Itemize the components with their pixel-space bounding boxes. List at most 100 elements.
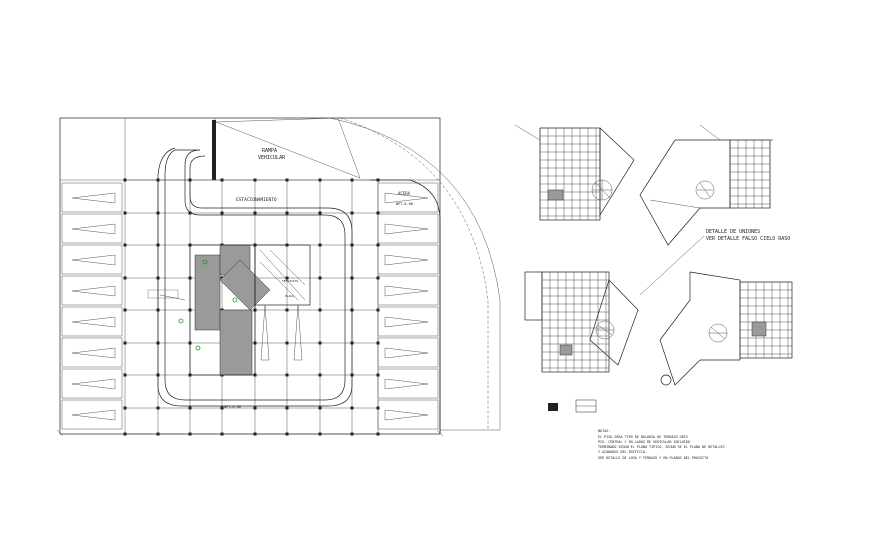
structural-column [285, 276, 289, 280]
plan-c-outline [541, 271, 610, 373]
spike-left [260, 304, 270, 361]
parking-stall-east [377, 337, 439, 368]
structural-column [318, 406, 322, 410]
structural-column [123, 178, 127, 182]
side-label: ACERA [398, 191, 411, 196]
structural-column [188, 406, 192, 410]
core-grey-left [194, 254, 221, 331]
plan-c-west [524, 271, 543, 321]
level-bottom: NPT-0.00 [224, 405, 241, 409]
floor-plan-bottom-right [659, 271, 793, 386]
legend-area: NOTAS: EL PISO SERA TIPO DE BALDOSA DE T… [548, 399, 725, 460]
plan-a-wing [599, 127, 635, 217]
structural-column [123, 341, 127, 345]
structural-column [123, 276, 127, 280]
core-label: SERVICIOS [282, 279, 298, 283]
stall-arrow-east [384, 409, 429, 421]
floor-plan-top-left [514, 124, 635, 221]
structural-column [285, 432, 289, 436]
ramp-label-2: VEHICULAR [258, 155, 286, 161]
stall-arrow-east [384, 316, 429, 328]
structural-column [220, 406, 224, 410]
stall-arrow-east [384, 254, 429, 266]
structural-column [376, 276, 380, 280]
structural-column [220, 178, 224, 182]
parking-stall-east [377, 399, 439, 430]
structural-column [376, 243, 380, 247]
core-grey-diagonal [219, 259, 271, 311]
plan-a-block [547, 189, 564, 201]
structural-column [285, 373, 289, 377]
stall-arrow-east [384, 378, 429, 390]
parking-stall-east [377, 275, 439, 306]
structural-column [220, 432, 224, 436]
structural-column [318, 243, 322, 247]
core-outline [189, 244, 256, 376]
parking-stall-west [61, 213, 123, 244]
parking-site-plan: RAMPA VEHICULAR ESTACIONAMIENTO ACERA NP… [56, 117, 501, 437]
stall-arrow-west [71, 254, 116, 266]
stall-arrow-east [384, 347, 429, 359]
stall-arrow-east [384, 223, 429, 235]
structural-column [350, 211, 354, 215]
notes-title: NOTAS: [598, 429, 610, 433]
structural-column [253, 211, 257, 215]
parking-stall-east [377, 306, 439, 337]
structural-column [318, 308, 322, 312]
structural-column [285, 211, 289, 215]
plan-d-block [751, 321, 767, 337]
structural-column [318, 211, 322, 215]
stall-arrow-west [71, 347, 116, 359]
ramp-label-1: RAMPA [262, 148, 277, 154]
structural-column [318, 178, 322, 182]
structural-column [123, 373, 127, 377]
parking-stall-east [377, 213, 439, 244]
structural-column [285, 308, 289, 312]
parking-stall-west [61, 182, 123, 213]
structural-column [123, 211, 127, 215]
detail-caption-1: DETALLE DE UNIONES [706, 229, 760, 235]
parking-stall-east [377, 182, 439, 213]
parking-stall-west [61, 368, 123, 399]
left-parking-stalls [61, 182, 123, 430]
structural-column [123, 432, 127, 436]
spiral-stair-b [695, 180, 715, 200]
parking-stall-east [377, 244, 439, 275]
ramp-outline [215, 117, 361, 179]
outer-driveway-line [157, 147, 353, 407]
parking-stall-west [61, 244, 123, 275]
detail-caption-2: VER DETALLE FALSO CIELO RASO [706, 236, 790, 242]
stall-arrow-east [384, 285, 429, 297]
ramp-column-strip [212, 120, 216, 180]
structural-column [318, 341, 322, 345]
parking-stall-west [61, 306, 123, 337]
road-edge-east [370, 179, 441, 434]
stall-arrow-west [71, 409, 116, 421]
stall-arrow-west [71, 378, 116, 390]
plan-d-outline [659, 271, 741, 386]
plan-a-outline [539, 127, 601, 221]
parking-stall-west [61, 399, 123, 430]
stall-arrow-east [384, 192, 429, 204]
structural-column [285, 341, 289, 345]
floor-plan-top-right [639, 124, 773, 246]
structural-column [318, 276, 322, 280]
stall-arrow-west [71, 192, 116, 204]
structural-column [253, 406, 257, 410]
plan-d-column [660, 374, 672, 386]
building-core: SERVICIOS PLACA [178, 244, 311, 376]
right-parking-stalls [377, 182, 439, 430]
structural-column [123, 308, 127, 312]
structural-column [318, 373, 322, 377]
notes-line-4: Y ACABADOS DEL EDIFICIO. [598, 450, 647, 454]
structural-column [350, 178, 354, 182]
structural-column [318, 432, 322, 436]
plan-c-wing [589, 279, 639, 366]
structural-column [350, 432, 354, 436]
structural-column [253, 178, 257, 182]
structural-column [123, 243, 127, 247]
stall-arrow-west [71, 223, 116, 235]
floor-plan-bottom-left [524, 271, 639, 373]
structural-column [350, 406, 354, 410]
